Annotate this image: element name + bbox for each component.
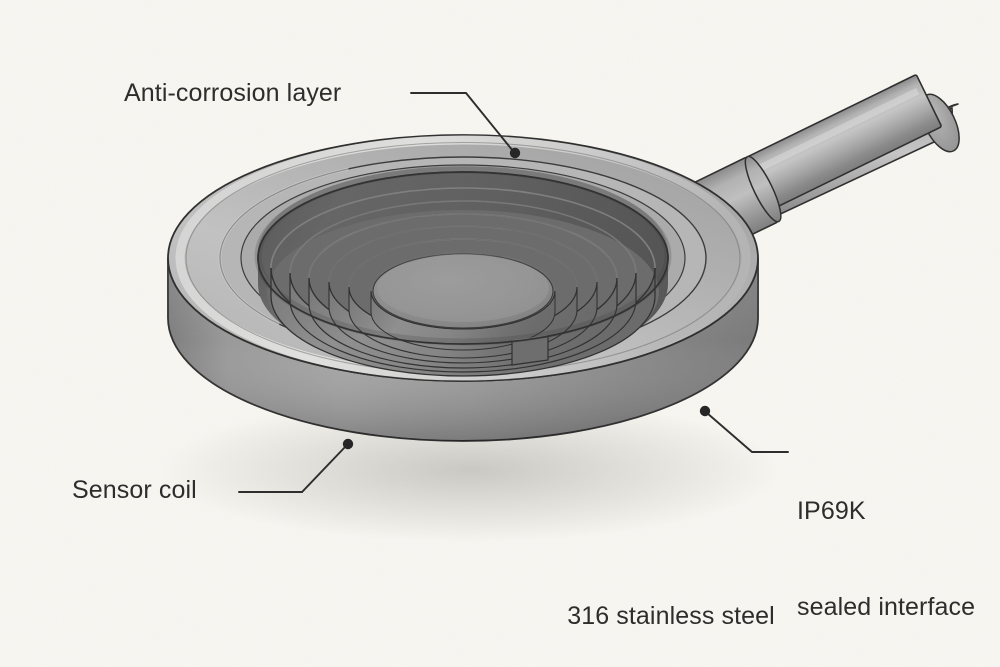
label-ip69k-line1: IP69K	[797, 497, 866, 525]
label-ip69k-sealed-interface: IP69K sealed interface	[797, 431, 975, 667]
label-anti-corrosion-layer: Anti-corrosion layer	[124, 79, 342, 107]
dot-anti-corrosion	[509, 147, 521, 159]
label-sensor-coil: Sensor coil	[72, 476, 197, 504]
dot-sensor-coil	[342, 438, 354, 450]
label-ip69k-line2: sealed interface	[797, 593, 976, 621]
label-housing-material: 316 stainless steel housing	[560, 536, 782, 667]
label-housing-line1: 316 stainless steel	[567, 602, 775, 630]
dot-ip69k	[699, 405, 711, 417]
